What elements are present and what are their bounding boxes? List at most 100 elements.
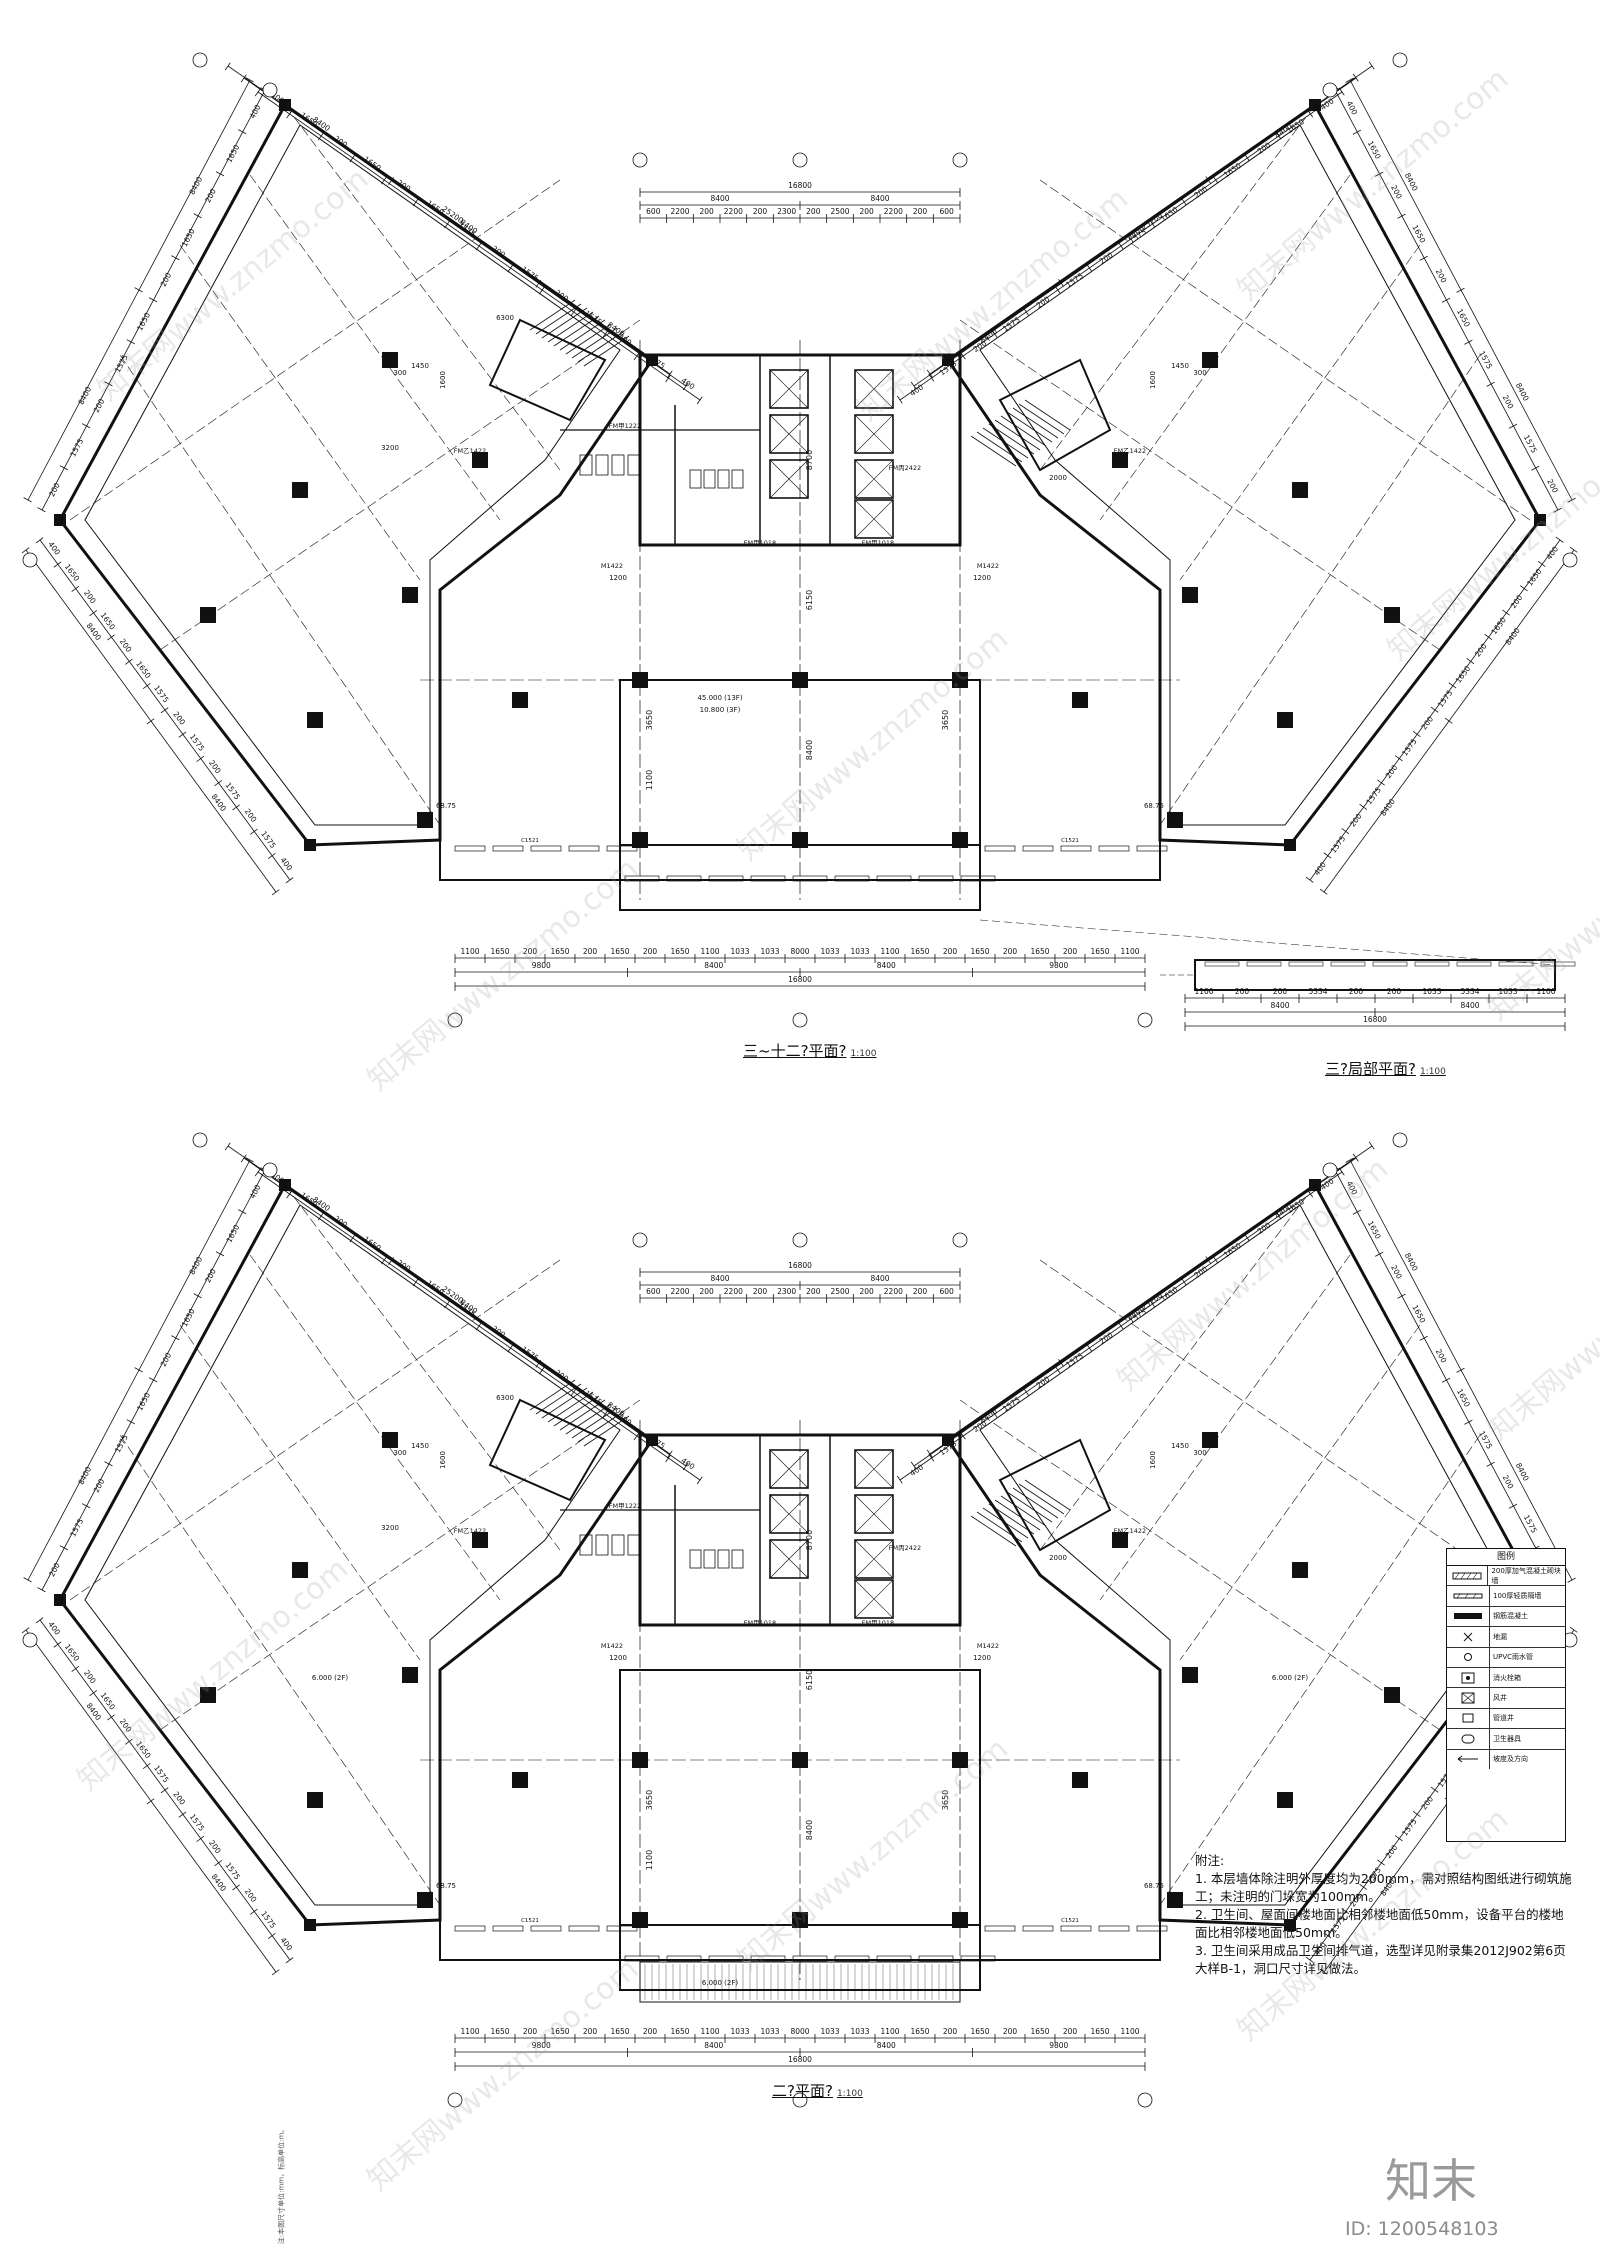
dim-small: 2000 xyxy=(1049,474,1067,482)
dim-tick xyxy=(412,1278,419,1287)
dim-label: 200 xyxy=(583,2027,598,2036)
dim-tick xyxy=(286,1190,293,1199)
dim-small: 1200 xyxy=(973,574,991,582)
dim-label: 1575 xyxy=(152,1764,171,1785)
dim-label: 1575 xyxy=(68,1517,85,1538)
dim-label: 9800 xyxy=(532,961,551,970)
dim-label: 200 xyxy=(159,271,174,288)
column xyxy=(472,452,488,468)
dim-label: 1100 xyxy=(460,947,479,956)
window xyxy=(792,1955,828,1962)
dim-tick xyxy=(444,1300,451,1309)
column xyxy=(1167,812,1183,828)
axis-bubble xyxy=(632,152,648,168)
dim-tick xyxy=(1508,1503,1518,1509)
dim-tick xyxy=(696,396,703,405)
dim-label: 1575 xyxy=(113,1433,130,1454)
toilet-fixture xyxy=(731,1549,744,1569)
column xyxy=(1072,692,1088,708)
dim-small: 1200 xyxy=(609,1654,627,1662)
stair-tread xyxy=(565,1403,612,1435)
column xyxy=(632,672,648,688)
column xyxy=(632,832,648,848)
dim-tick xyxy=(142,1763,151,1769)
column xyxy=(1112,1532,1128,1548)
stair-right xyxy=(970,1438,1112,1552)
corner-column xyxy=(942,1434,954,1446)
window xyxy=(1204,961,1240,967)
dim-tick xyxy=(224,1142,231,1151)
dim-label: 9800 xyxy=(532,2041,551,2050)
window xyxy=(568,845,600,852)
dim-tick xyxy=(1377,779,1385,786)
dim-tick xyxy=(535,279,542,288)
elevator-shaft xyxy=(854,1494,894,1534)
dim-label: 1650 xyxy=(63,1642,82,1663)
axis-bubble xyxy=(792,1012,808,1028)
elevator-shaft xyxy=(854,1449,894,1489)
dim-label: 8400 xyxy=(1403,1251,1420,1272)
plan-title-second: 二?平面?1:100 xyxy=(772,2080,863,2101)
right-wing-inner xyxy=(979,124,1516,826)
dim-label: 1650 xyxy=(490,947,509,956)
stair-tread xyxy=(988,423,1035,455)
grid-line xyxy=(1099,1254,1351,1601)
grid-line xyxy=(1039,104,1316,471)
grid-line xyxy=(284,104,561,471)
stair-tread xyxy=(529,1379,576,1411)
dim-label: 16800 xyxy=(788,2055,812,2064)
dim-label: 8400 xyxy=(76,1465,93,1486)
elevator-cross xyxy=(769,414,809,454)
dim-label: 400 xyxy=(278,856,294,873)
elevator-shaft xyxy=(769,1449,809,1489)
dim-tick xyxy=(285,877,294,884)
dim-label: 200 xyxy=(753,207,768,216)
dim-tick xyxy=(381,176,387,185)
dim-small: 6300 xyxy=(496,314,514,322)
dim-label: 1100 xyxy=(880,947,899,956)
dim-bottom-total: 16800 xyxy=(454,2055,1146,2071)
toilet-fixture xyxy=(627,1534,641,1556)
dim-label: 9800 xyxy=(1049,961,1068,970)
axis-bubble xyxy=(192,52,208,68)
dim-tick xyxy=(475,1322,482,1331)
dim-tick xyxy=(196,1835,205,1842)
stair-tread xyxy=(976,431,1023,463)
stair-tread xyxy=(1012,1487,1059,1519)
dim-tick xyxy=(412,198,419,207)
dim-tick xyxy=(104,381,113,387)
column xyxy=(1384,607,1400,623)
dim-label: 8400 xyxy=(76,385,93,406)
dim-label: 400 xyxy=(1345,100,1360,117)
toilet-fixture xyxy=(611,1534,625,1556)
dim-label: 1650 xyxy=(970,2027,989,2036)
leader-line xyxy=(979,919,1556,966)
axis-bubble xyxy=(22,1632,38,1648)
dim-label: 1575 xyxy=(1400,1817,1419,1838)
legend-row: 管道井 xyxy=(1447,1708,1565,1730)
dim-tick xyxy=(1508,423,1518,429)
dim-label: 2300 xyxy=(777,207,796,216)
grid-line xyxy=(249,1254,501,1601)
grid-line xyxy=(159,1399,641,1731)
dim-tick xyxy=(1368,61,1375,70)
dim-label: 1650 xyxy=(1366,1219,1383,1240)
window xyxy=(624,1955,660,1962)
column xyxy=(1384,1687,1400,1703)
window xyxy=(492,1925,524,1932)
dim-label: 200 xyxy=(643,2027,658,2036)
left-wing-outline xyxy=(58,1182,655,1927)
dim-label: 1650 xyxy=(1030,2027,1049,2036)
dim-tick xyxy=(107,634,115,641)
partial-plan-outline xyxy=(1194,959,1556,991)
dim-tick xyxy=(148,1377,158,1383)
dim-label: 1575 xyxy=(1436,688,1455,709)
dim-tick xyxy=(142,683,151,689)
dim-small: 1600 xyxy=(439,371,447,389)
axis-bubble xyxy=(792,152,808,168)
dim-tick xyxy=(23,1577,32,1583)
dim-label: 8400 xyxy=(187,175,204,196)
